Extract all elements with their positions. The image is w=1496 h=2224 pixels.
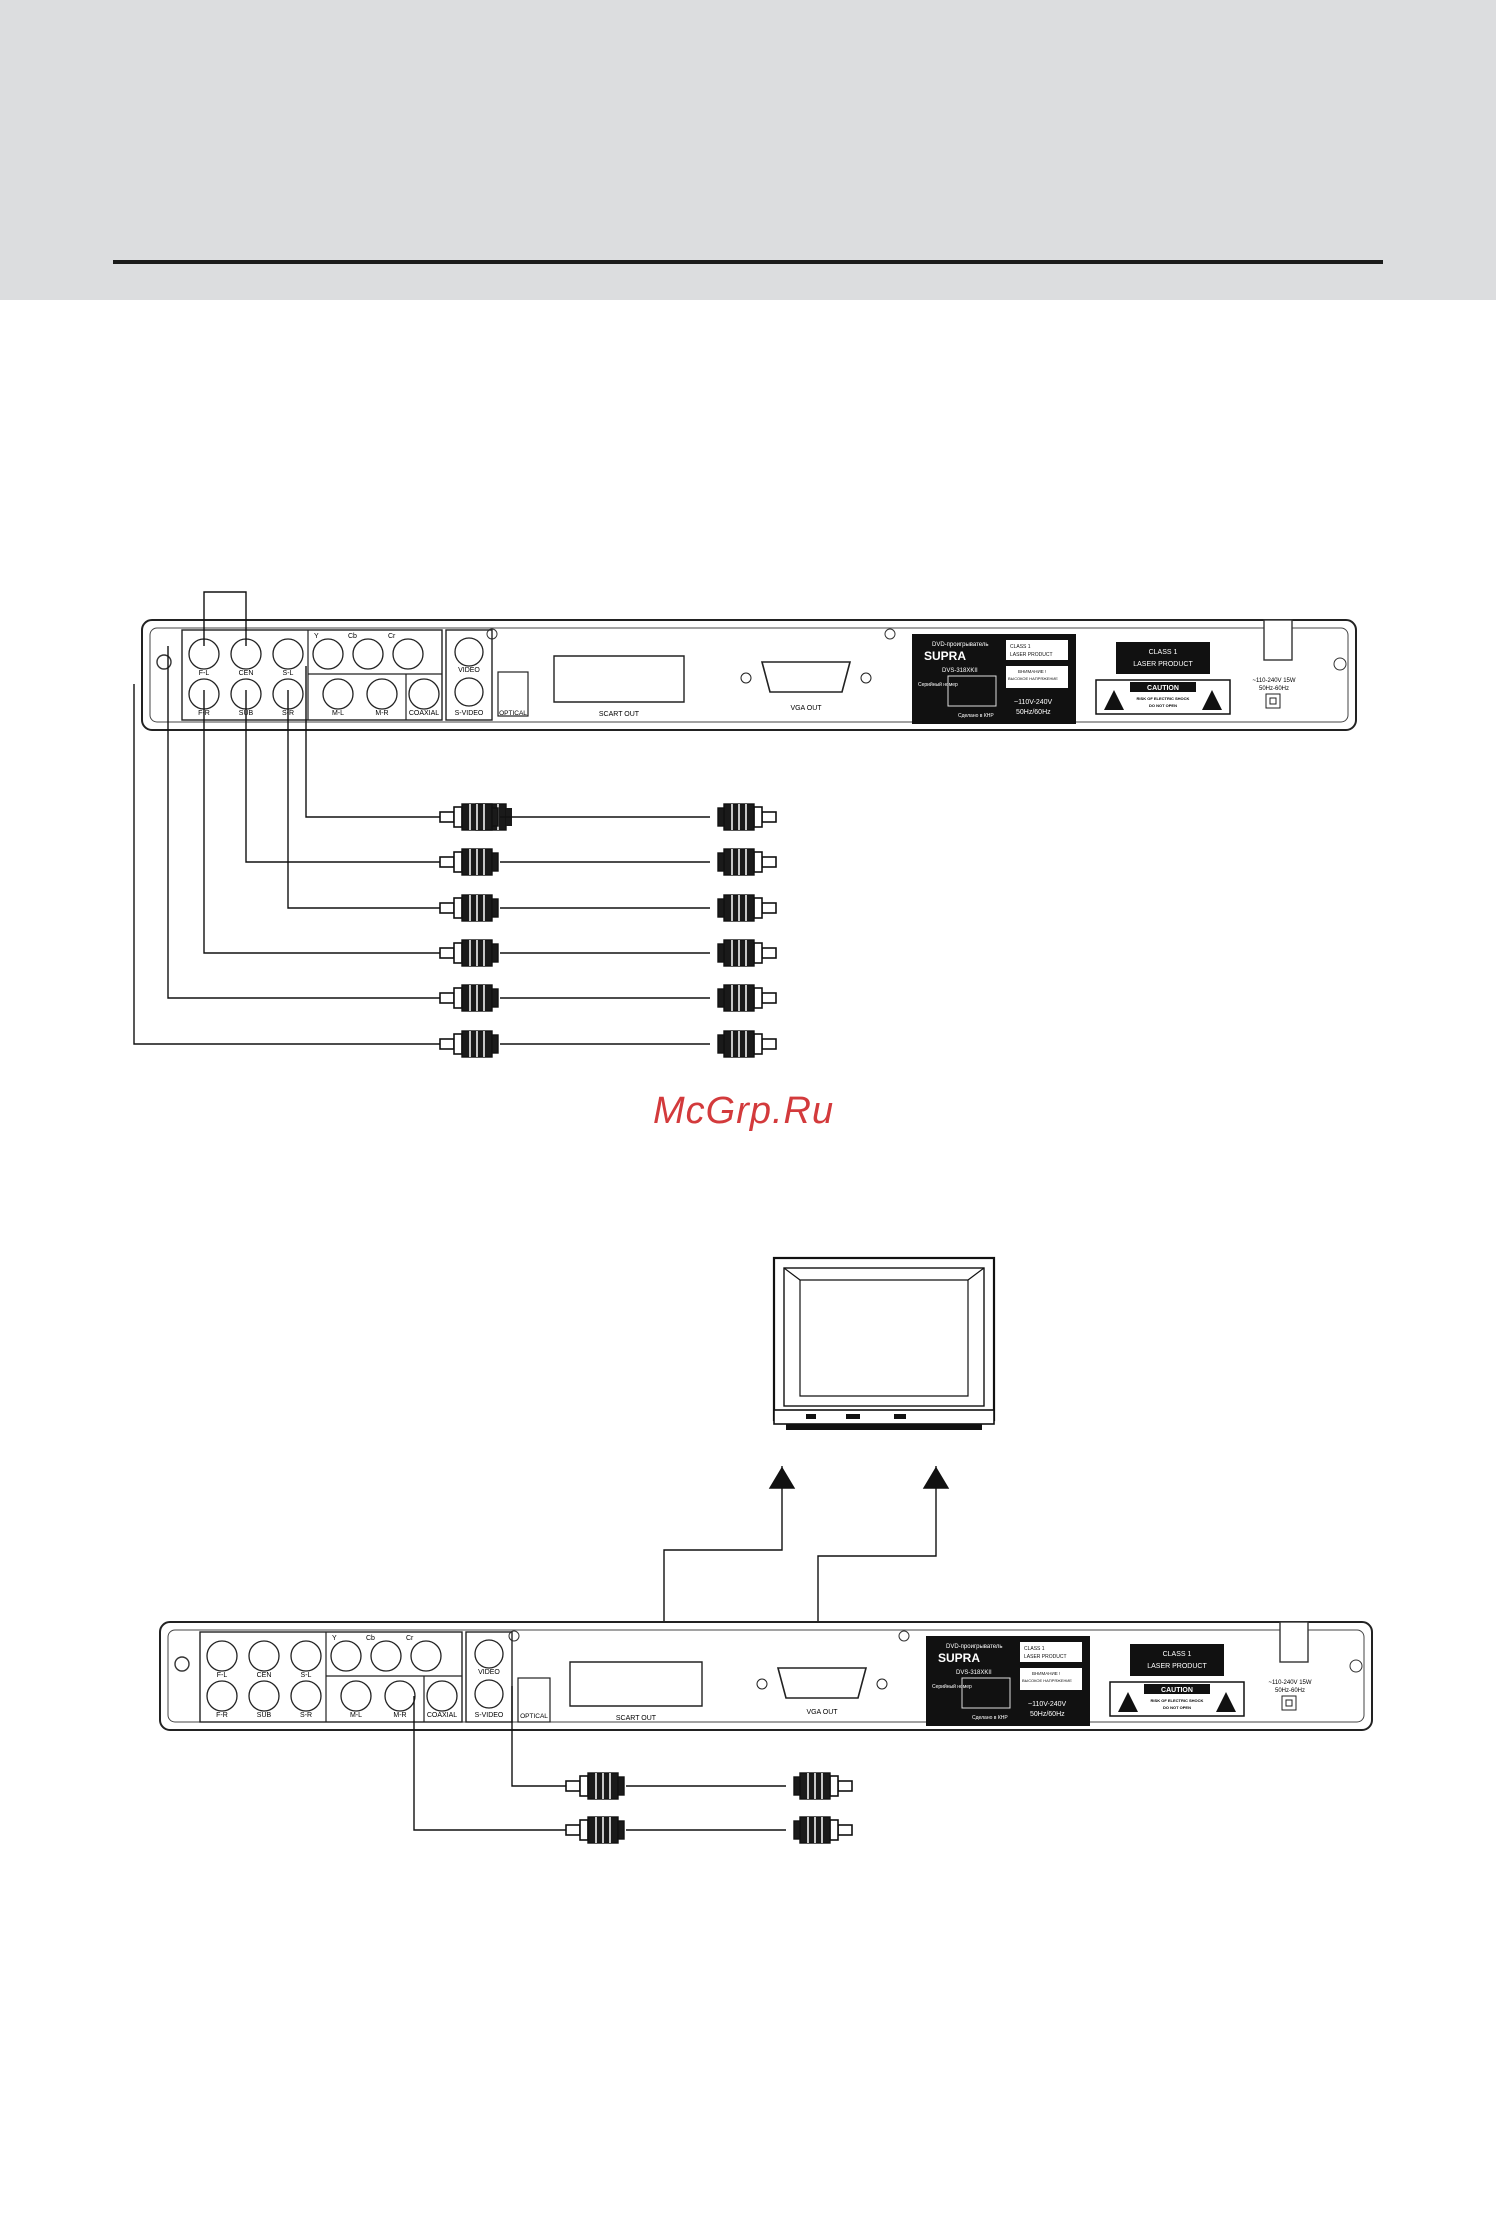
voltage-line2: 50Hz/60Hz: [1016, 709, 1051, 716]
jack-svideo: S-VIDEO: [455, 710, 484, 717]
class1-line2: LASER PRODUCT: [1010, 652, 1053, 658]
b-brand-label: SUPRA: [938, 1651, 980, 1665]
vga-label: VGA OUT: [790, 705, 822, 712]
b-jack-ml: M-L: [350, 1712, 362, 1719]
laser-line1: CLASS 1: [1149, 649, 1178, 656]
jack-cen: CEN: [239, 670, 254, 677]
dvd-rear-panel-top: F-L CEN S-L F-R SUB S-R Y Cb Cr M-L M-R …: [141, 619, 1357, 731]
b-jack-cb: Cb: [366, 1635, 375, 1642]
b-jack-cen: CEN: [257, 1672, 272, 1679]
b-jack-sr: S-R: [300, 1712, 312, 1719]
power-line1: ~110-240V 15W: [1252, 678, 1295, 684]
b-caution-title: CAUTION: [1161, 1687, 1193, 1694]
b-model-label: DVS-318XKII: [956, 1670, 992, 1676]
wires-bottom: [413, 1686, 570, 1831]
b-vga-label: VGA OUT: [806, 1709, 838, 1716]
header-rule: [113, 260, 1383, 264]
b-voltage-line2: 50Hz/60Hz: [1030, 1711, 1065, 1718]
voltage-line1: ~110V-240V: [1014, 699, 1053, 706]
b-laser-line1: CLASS 1: [1163, 1651, 1192, 1658]
brand-label: SUPRA: [924, 649, 966, 663]
rca-cable-rows-bottom: [565, 1772, 853, 1844]
jack-cr: Cr: [388, 633, 396, 640]
b-scart-label: SCART OUT: [616, 1715, 657, 1722]
watermark: McGrp.Ru: [653, 1090, 835, 1132]
jack-sl: S-L: [283, 670, 294, 677]
b-jack-optical: OPTICAL: [520, 1713, 548, 1720]
tv-icon: [772, 1256, 996, 1430]
laser-line2: LASER PRODUCT: [1133, 661, 1193, 668]
jack-mr: M-R: [375, 710, 388, 717]
made-label: Сделано в КНР: [958, 713, 994, 719]
b-voltage-line1: ~110V-240V: [1028, 1701, 1067, 1708]
power-line2: 50Hz-60Hz: [1259, 686, 1289, 692]
b-warning-title: ВНИМАНИЕ !: [1032, 1671, 1060, 1676]
b-caution-line2: DO NOT OPEN: [1163, 1705, 1191, 1710]
class1-line1: CLASS 1: [1010, 644, 1031, 650]
caution-line1: RISK OF ELECTRIC SHOCK: [1137, 696, 1190, 701]
warning-title: ВНИМАНИЕ !: [1018, 669, 1046, 674]
scart-label: SCART OUT: [599, 711, 640, 718]
b-jack-fr: F-R: [216, 1712, 228, 1719]
jack-y: Y: [314, 633, 319, 640]
warning-text: ВЫСОКОЕ НАПРЯЖЕНИЕ: [1008, 676, 1058, 681]
b-jack-cr: Cr: [406, 1635, 414, 1642]
jack-coaxial: COAXIAL: [409, 710, 439, 717]
dvd-rear-panel-bottom: F-L CEN S-L F-R SUB S-R Y Cb Cr M-L M-R …: [159, 1621, 1373, 1731]
rca-cable-rows-top: [439, 803, 777, 1058]
serial-label: Серийный номер: [918, 681, 958, 688]
b-power-line1: ~110-240V 15W: [1268, 1680, 1311, 1686]
jack-fl: F-L: [199, 670, 210, 677]
b-made-label: Сделано в КНР: [972, 1715, 1008, 1721]
b-class1-line1: CLASS 1: [1024, 1646, 1045, 1652]
b-jack-mr: M-R: [393, 1712, 406, 1719]
b-jack-y: Y: [332, 1635, 337, 1642]
jack-optical: OPTICAL: [499, 710, 527, 717]
wires-top: [133, 591, 454, 1045]
signal-arrows: [663, 1466, 950, 1662]
b-caution-line1: RISK OF ELECTRIC SHOCK: [1151, 1698, 1204, 1703]
jack-video: VIDEO: [458, 667, 480, 674]
b-serial-label: Серийный номер: [932, 1683, 972, 1690]
b-jack-video: VIDEO: [478, 1669, 500, 1676]
header-band: [0, 0, 1496, 300]
b-jack-sl: S-L: [301, 1672, 312, 1679]
caution-title: CAUTION: [1147, 685, 1179, 692]
b-jack-fl: F-L: [217, 1672, 228, 1679]
b-warning-text: ВЫСОКОЕ НАПРЯЖЕНИЕ: [1022, 1678, 1072, 1683]
label-heading: DVD-проигрыватель: [932, 642, 989, 648]
caution-line2: DO NOT OPEN: [1149, 703, 1177, 708]
model-label: DVS-318XKII: [942, 668, 978, 674]
b-jack-svideo: S-VIDEO: [475, 1712, 504, 1719]
b-jack-sub: SUB: [257, 1712, 272, 1719]
jack-cb: Cb: [348, 633, 357, 640]
b-laser-line2: LASER PRODUCT: [1147, 1663, 1207, 1670]
b-class1-line2: LASER PRODUCT: [1024, 1654, 1067, 1660]
b-jack-coaxial: COAXIAL: [427, 1712, 457, 1719]
b-power-line2: 50Hz-60Hz: [1275, 1688, 1305, 1694]
b-label-heading: DVD-проигрыватель: [946, 1644, 1003, 1650]
jack-ml: M-L: [332, 710, 344, 717]
